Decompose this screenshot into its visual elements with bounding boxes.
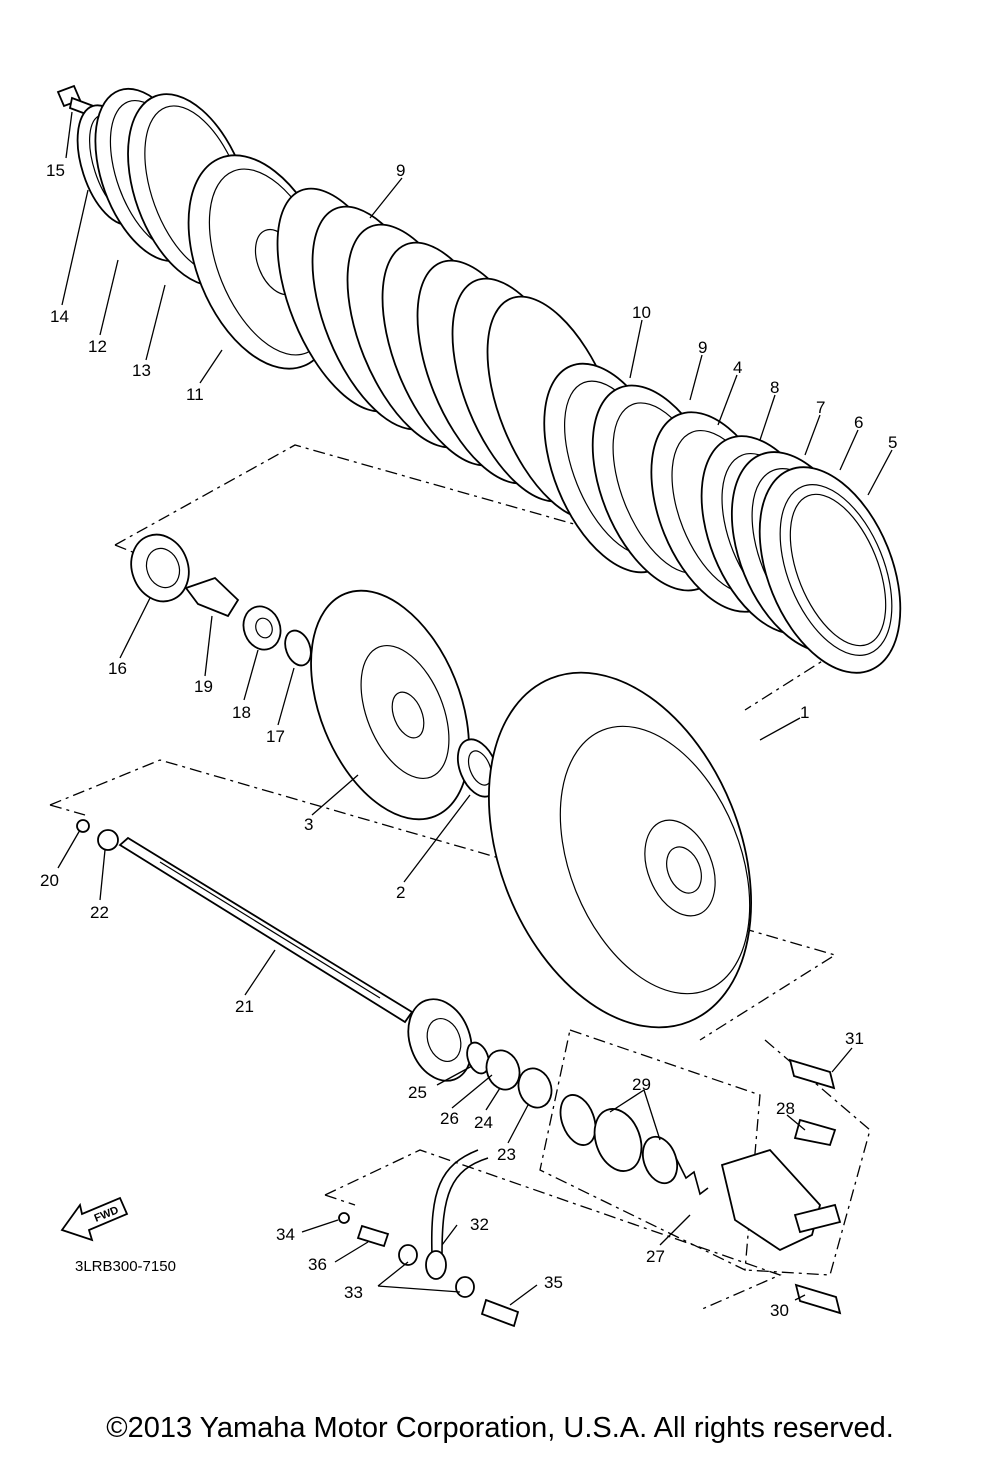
callout-2: 2 — [396, 883, 405, 902]
callout-4: 4 — [733, 358, 742, 377]
callout-11: 11 — [186, 385, 204, 404]
nut-18-part — [242, 605, 282, 651]
primary-driven-gear-3-part — [310, 589, 470, 821]
callout-26: 26 — [440, 1109, 459, 1128]
diagram-part-code: 3LRB300-7150 — [75, 1258, 176, 1275]
callout-16: 16 — [108, 659, 127, 678]
callout-23: 23 — [497, 1145, 516, 1164]
callout-32: 32 — [470, 1215, 489, 1234]
push-rod-assembly — [76, 819, 553, 1109]
callout-19: 19 — [194, 677, 213, 696]
callout-17: 17 — [266, 727, 285, 746]
callout-18: 18 — [232, 703, 251, 722]
lock-washer-17-part — [284, 629, 312, 667]
callout-3: 3 — [304, 815, 313, 834]
clutch-housing-1-part — [488, 671, 752, 1029]
callout-12: 12 — [88, 337, 107, 356]
callout-25: 25 — [408, 1083, 427, 1102]
friction-plate-stack-part — [276, 187, 624, 521]
callout-34: 34 — [276, 1225, 295, 1244]
callout-27: 27 — [646, 1247, 665, 1266]
callout-21: 21 — [235, 997, 254, 1016]
callout-labels: 1 2 3 4 5 6 7 8 9 9 10 11 12 13 14 15 16… — [40, 161, 897, 1320]
primary-drive-assembly — [130, 533, 752, 1029]
callout-15: 15 — [46, 161, 65, 180]
callout-30: 30 — [770, 1301, 789, 1320]
copyright-notice: ©2013 Yamaha Motor Corporation, U.S.A. A… — [106, 1412, 894, 1444]
callout-13: 13 — [132, 361, 151, 380]
callout-35: 35 — [544, 1273, 563, 1292]
clutch-pack-assembly — [56, 84, 902, 674]
callout-9-right: 9 — [698, 338, 707, 357]
oil-seal-part — [407, 998, 473, 1082]
ring-5-part — [758, 466, 902, 674]
callout-7: 7 — [816, 398, 825, 417]
hose-assembly — [338, 1149, 520, 1328]
callout-14: 14 — [50, 307, 69, 326]
release-cylinder-assembly — [559, 1058, 842, 1315]
callout-24: 24 — [474, 1113, 493, 1132]
callout-8: 8 — [770, 378, 779, 397]
leader-lines — [57, 111, 893, 1306]
spacer-19-part — [184, 576, 240, 618]
callout-22: 22 — [90, 903, 109, 922]
callout-20: 20 — [40, 871, 59, 890]
callout-31: 31 — [845, 1029, 864, 1048]
fwd-arrow-icon: FWD — [60, 1196, 129, 1242]
callout-33: 33 — [344, 1283, 363, 1302]
callout-29: 29 — [632, 1075, 651, 1094]
callout-5: 5 — [888, 433, 897, 452]
callout-9-top: 9 — [396, 161, 405, 180]
callout-1: 1 — [800, 703, 809, 722]
bearing-16-part — [130, 533, 190, 603]
callout-10: 10 — [632, 303, 651, 322]
callout-6: 6 — [854, 413, 863, 432]
callout-28: 28 — [776, 1099, 795, 1118]
callout-36: 36 — [308, 1255, 327, 1274]
